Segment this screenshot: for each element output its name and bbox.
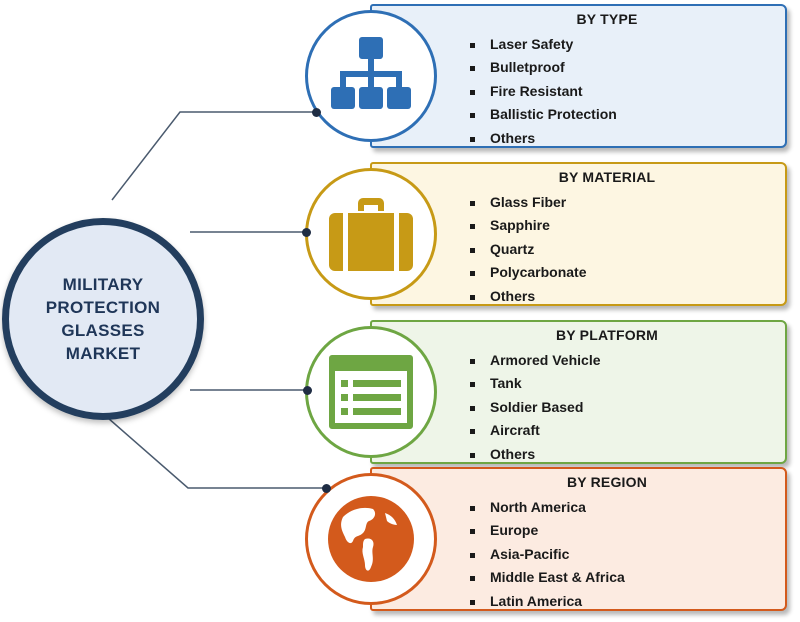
- briefcase-icon: [329, 198, 413, 271]
- hierarchy-icon: [331, 37, 411, 109]
- segment-item: Fire Resistant: [468, 80, 617, 103]
- segment-item-list: North America Europe Asia-Pacific Middle…: [468, 496, 625, 613]
- badge-platform: [305, 326, 437, 458]
- globe-icon: [328, 496, 414, 582]
- segment-item: Laser Safety: [468, 33, 617, 56]
- hub-title: MILITARY PROTECTION GLASSES MARKET: [45, 275, 161, 363]
- badge-material: [305, 168, 437, 300]
- segment-item: Others: [468, 443, 601, 466]
- segment-item: Aircraft: [468, 419, 601, 442]
- segment-item: Glass Fiber: [468, 191, 586, 214]
- segment-item: Polycarbonate: [468, 261, 586, 284]
- segment-item: Latin America: [468, 590, 625, 613]
- segment-item: Sapphire: [468, 214, 586, 237]
- segment-panel-type: BY TYPE Laser Safety Bulletproof Fire Re…: [370, 4, 787, 148]
- list-form-icon: [329, 355, 413, 429]
- segment-item: Ballistic Protection: [468, 103, 617, 126]
- segment-item: North America: [468, 496, 625, 519]
- segment-item: Armored Vehicle: [468, 349, 601, 372]
- segment-item: Soldier Based: [468, 396, 601, 419]
- connector-dot-type: [311, 107, 321, 117]
- segment-item: Quartz: [468, 238, 586, 261]
- segment-item-list: Armored Vehicle Tank Soldier Based Aircr…: [468, 349, 601, 466]
- segment-item: Europe: [468, 519, 625, 542]
- segment-panel-platform: BY PLATFORM Armored Vehicle Tank Soldier…: [370, 320, 787, 464]
- segment-item-list: Laser Safety Bulletproof Fire Resistant …: [468, 33, 617, 150]
- segment-item: Bulletproof: [468, 56, 617, 79]
- segment-item: Asia-Pacific: [468, 543, 625, 566]
- segment-panel-region: BY REGION North America Europe Asia-Paci…: [370, 467, 787, 611]
- badge-region: [305, 473, 437, 605]
- segment-item-list: Glass Fiber Sapphire Quartz Polycarbonat…: [468, 191, 586, 308]
- segment-heading: BY REGION: [566, 474, 648, 490]
- segment-heading: BY PLATFORM: [555, 327, 658, 343]
- segment-item: Middle East & Africa: [468, 566, 625, 589]
- segment-item: Others: [468, 127, 617, 150]
- connector-region: [107, 417, 326, 489]
- segment-heading: BY MATERIAL: [558, 169, 656, 185]
- badge-type: [305, 10, 437, 142]
- segment-heading: BY TYPE: [576, 11, 638, 27]
- segment-item: Tank: [468, 372, 601, 395]
- connector-dot-material: [301, 227, 311, 237]
- connector-dot-platform: [302, 385, 312, 395]
- connector-type: [111, 111, 316, 201]
- segment-item: Others: [468, 285, 586, 308]
- hub-circle: MILITARY PROTECTION GLASSES MARKET: [2, 218, 204, 420]
- connector-dot-region: [321, 483, 331, 493]
